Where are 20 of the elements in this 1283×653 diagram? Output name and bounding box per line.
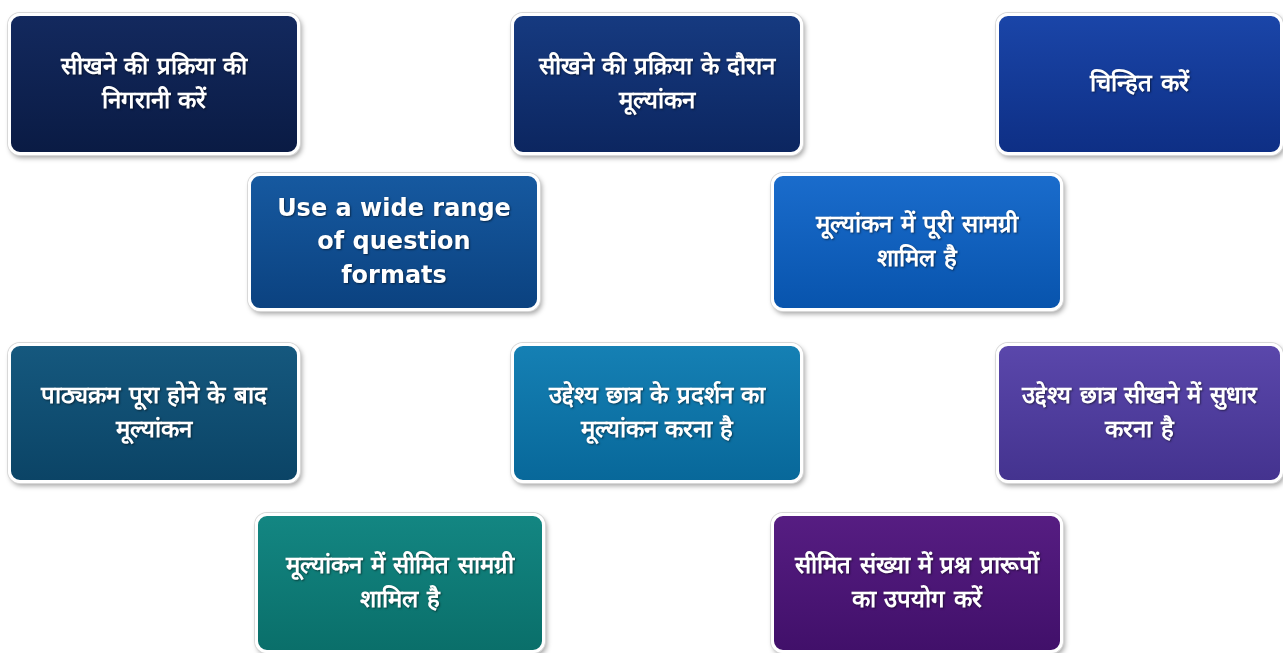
box-label: चिन्हित करें — [1090, 68, 1189, 100]
box-label: मूल्यांकन में पूरी सामग्री शामिल है — [814, 209, 1020, 274]
process-box — [996, 13, 1283, 155]
box-label: सीखने की प्रक्रिया की निगरानी करें — [59, 51, 249, 116]
process-box — [8, 343, 300, 483]
process-box — [248, 173, 540, 311]
box-label: उद्देश्य छात्र के प्रदर्शन का मूल्यांकन करना है — [547, 380, 767, 446]
box-label: सीखने की प्रक्रिया के दौरान मूल्यांकन — [537, 51, 777, 117]
process-box — [511, 343, 803, 483]
process-box — [771, 513, 1063, 653]
process-box — [996, 343, 1283, 483]
box-label: Use a wide range of question formats — [276, 192, 512, 291]
box-label: उद्देश्य छात्र सीखने में सुधार करना है — [1020, 380, 1259, 445]
process-box — [8, 13, 300, 155]
process-box — [511, 13, 803, 155]
process-box — [255, 513, 545, 653]
box-label: मूल्यांकन में सीमित सामग्री शामिल है — [284, 550, 516, 615]
box-label: सीमित संख्या में प्रश्न प्रारूपों का उपयोग करें — [793, 550, 1041, 615]
process-box — [771, 173, 1063, 311]
box-label: पाठ्यक्रम पूरा होने के बाद मूल्यांकन — [39, 380, 269, 446]
